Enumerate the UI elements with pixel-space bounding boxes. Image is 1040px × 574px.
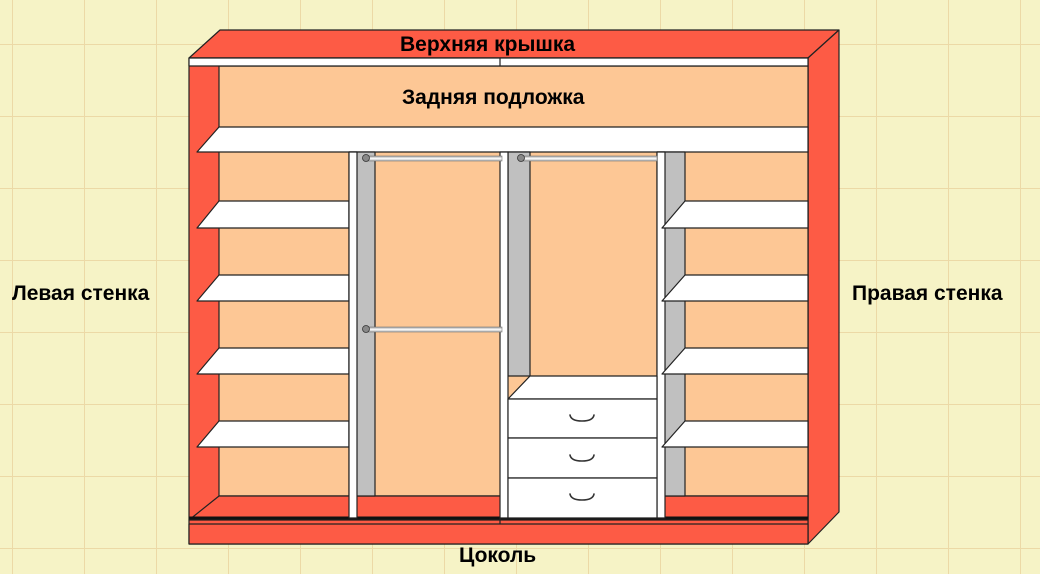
label-left-wall: Левая стенка: [12, 282, 150, 305]
hanging-rod-lower-left: [365, 326, 503, 333]
drawer-top: [507, 375, 658, 400]
drawer-handle-1: [569, 414, 595, 422]
partition-1-edge: [348, 151, 358, 519]
label-right-wall: Правая стенка: [852, 282, 1003, 305]
hanging-rod-upper-left: [365, 155, 503, 162]
right-shelf-1: [661, 200, 809, 229]
partition-2-side: [507, 151, 531, 377]
left-shelf-1: [196, 200, 350, 229]
left-shelf-2: [196, 274, 350, 302]
left-shelf-4: [196, 420, 350, 448]
partition-3-edge: [656, 151, 666, 519]
drawer-handle-3: [569, 493, 595, 501]
cabinet-floor: [188, 495, 809, 521]
drawer-3: [507, 477, 658, 519]
label-top-cover: Верхняя крышка: [400, 33, 576, 56]
hanging-rod-upper-right: [518, 155, 658, 162]
left-shelf-3: [196, 347, 350, 375]
drawer-handle-2: [569, 454, 595, 462]
drawer-2: [507, 437, 658, 479]
drawer-1: [507, 398, 658, 439]
right-shelf-4: [661, 420, 809, 448]
label-back-panel: Задняя подложка: [402, 86, 585, 109]
right-shelf-3: [661, 347, 809, 375]
partition-2-edge: [499, 151, 509, 519]
right-wall-panel: [807, 29, 840, 545]
top-panel-edge: [188, 57, 809, 67]
right-shelf-2: [661, 274, 809, 302]
label-plinth: Цоколь: [459, 544, 537, 567]
plinth-panel: [188, 523, 809, 545]
top-shelf: [196, 126, 809, 153]
